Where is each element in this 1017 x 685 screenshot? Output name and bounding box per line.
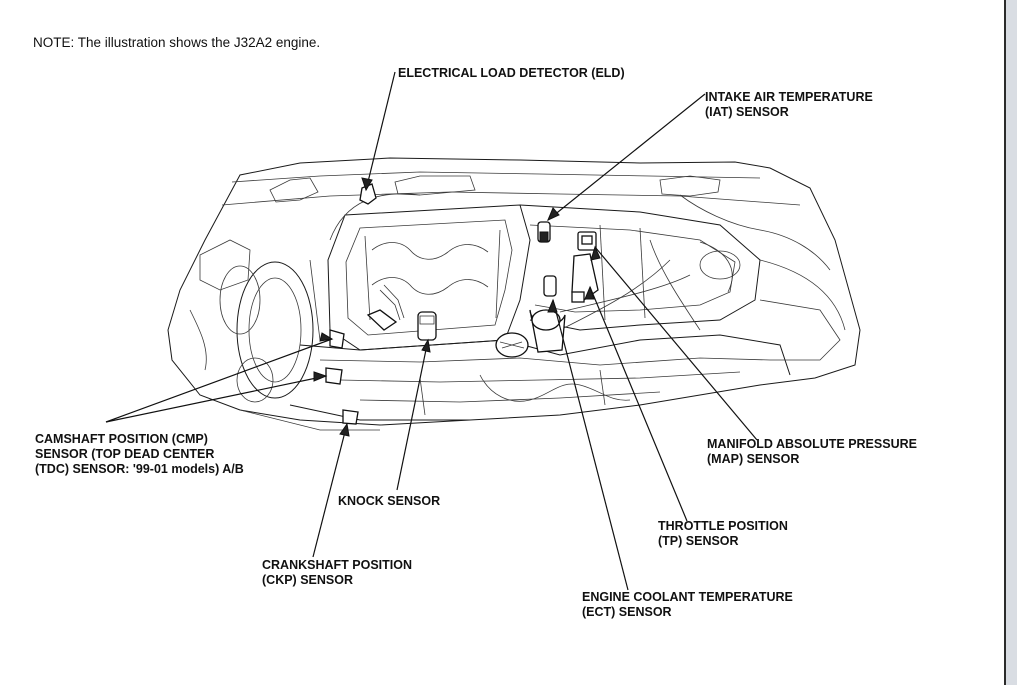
- label-ckp-line-1: CRANKSHAFT POSITION: [262, 558, 412, 572]
- label-ckp-line-2: (CKP) SENSOR: [262, 573, 353, 587]
- ect-cap: [495, 332, 529, 358]
- engine-outline: [167, 157, 861, 431]
- label-cmp-line-2: SENSOR (TOP DEAD CENTER: [35, 447, 215, 461]
- label-ckp: CRANKSHAFT POSITION (CKP) SENSOR: [262, 558, 412, 588]
- label-ect-line-1: ENGINE COOLANT TEMPERATURE: [582, 590, 793, 604]
- label-iat-line-2: (IAT) SENSOR: [705, 105, 789, 119]
- label-tp: THROTTLE POSITION (TP) SENSOR: [658, 519, 788, 549]
- engine-note: NOTE: The illustration shows the J32A2 e…: [33, 35, 321, 50]
- map-part: [577, 231, 597, 251]
- label-eld: ELECTRICAL LOAD DETECTOR (ELD): [398, 66, 625, 81]
- label-knock: KNOCK SENSOR: [338, 494, 440, 509]
- label-map: MANIFOLD ABSOLUTE PRESSURE (MAP) SENSOR: [707, 437, 917, 467]
- label-map-line-2: (MAP) SENSOR: [707, 452, 800, 466]
- cmp-part-b: [325, 367, 343, 385]
- leader-lines: [105, 71, 758, 591]
- label-tp-line-2: (TP) SENSOR: [658, 534, 739, 548]
- label-tp-line-1: THROTTLE POSITION: [658, 519, 788, 533]
- iat-part: [537, 221, 551, 243]
- label-knock-line-1: KNOCK SENSOR: [338, 494, 441, 508]
- label-eld-line-1: ELECTRICAL LOAD DETECTOR (ELD): [398, 66, 625, 80]
- tp-part: [571, 253, 599, 303]
- label-cmp-line-1: CAMSHAFT POSITION (CMP): [35, 432, 208, 446]
- page-edge: [1004, 0, 1006, 685]
- label-cmp-line-3: (TDC) SENSOR: '99-01 models) A/B: [35, 462, 244, 476]
- label-iat-line-1: INTAKE AIR TEMPERATURE: [705, 90, 873, 104]
- knock-part: [366, 309, 437, 341]
- label-iat: INTAKE AIR TEMPERATURE (IAT) SENSOR: [705, 90, 873, 120]
- label-map-line-1: MANIFOLD ABSOLUTE PRESSURE: [707, 437, 917, 451]
- label-ect: ENGINE COOLANT TEMPERATURE (ECT) SENSOR: [582, 590, 793, 620]
- viewer-gutter: [1006, 0, 1017, 685]
- cmp-part-a: [329, 329, 345, 349]
- ckp-part: [342, 409, 359, 425]
- label-cmp: CAMSHAFT POSITION (CMP) SENSOR (TOP DEAD…: [35, 432, 244, 477]
- ect-part: [529, 275, 566, 353]
- eld-part: [359, 183, 377, 205]
- label-ect-line-2: (ECT) SENSOR: [582, 605, 672, 619]
